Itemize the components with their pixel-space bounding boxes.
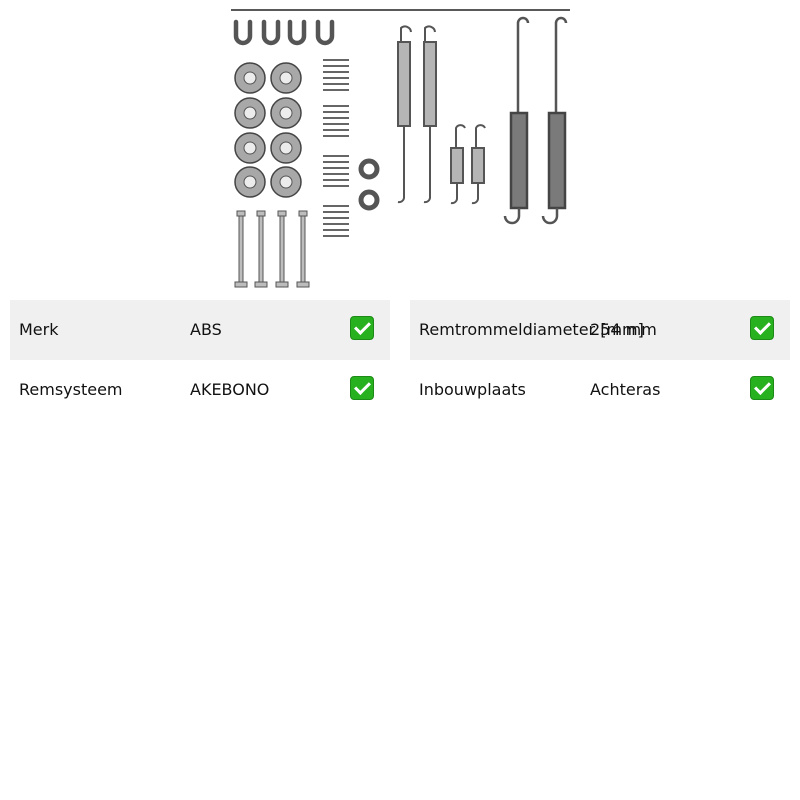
short-springs [450, 124, 486, 205]
spec-row-merk: Merk ABS [10, 300, 390, 360]
long-return-springs [397, 25, 437, 204]
spec-table-right: Remtrommeldiameter [mm] 254 mm Inbouwpla… [410, 300, 790, 420]
product-image [231, 9, 570, 288]
compression-springs [323, 59, 349, 237]
spec-row-inbouwplaats: Inbouwplaats Achteras [410, 360, 790, 420]
spec-label: Inbouwplaats [419, 380, 526, 399]
check-box-icon [750, 376, 774, 400]
spec-value: ABS [190, 320, 222, 339]
check-box-icon [350, 316, 374, 340]
spec-table-left: Merk ABS Remsysteem AKEBONO [10, 300, 390, 420]
retaining-cups [234, 62, 302, 198]
heavy-springs [503, 16, 568, 225]
spec-row-remsysteem: Remsysteem AKEBONO [10, 360, 390, 420]
spec-label: Remsysteem [19, 380, 123, 399]
spec-value: 254 mm [590, 320, 657, 339]
check-box-icon [350, 376, 374, 400]
hold-down-pins [234, 210, 310, 288]
u-clips [233, 19, 335, 46]
washers [358, 158, 380, 211]
spec-value: AKEBONO [190, 380, 270, 399]
spec-label: Remtrommeldiameter [mm] [419, 320, 644, 339]
spec-row-remtrommeldiameter: Remtrommeldiameter [mm] 254 mm [410, 300, 790, 360]
check-box-icon [750, 316, 774, 340]
spec-value: Achteras [590, 380, 661, 399]
spec-label: Merk [19, 320, 59, 339]
